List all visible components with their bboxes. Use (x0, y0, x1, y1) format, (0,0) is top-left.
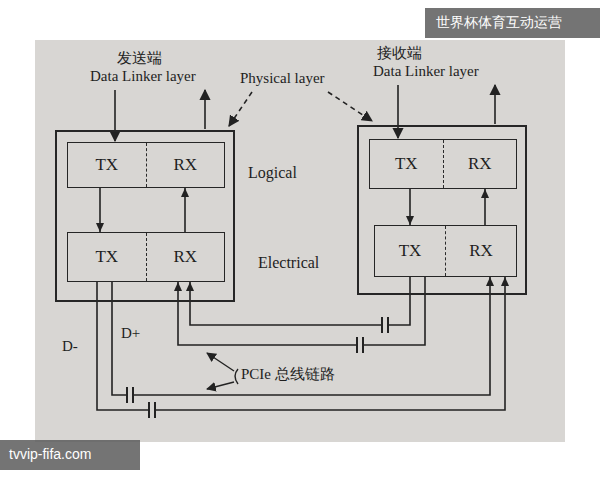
watermark-band (0, 440, 140, 470)
lane-name: TX (68, 143, 146, 187)
layer-box: 接收端TXRXTXRX (357, 125, 527, 295)
leader-arrow (207, 382, 234, 389)
leader-arrow (204, 90, 206, 129)
arrowhead (481, 189, 489, 198)
arrowhead (501, 277, 509, 286)
signal-arrow (96, 188, 104, 232)
arrowhead (186, 282, 194, 291)
watermark-band (425, 8, 600, 38)
watermark: tvvip-fifa.com (9, 446, 91, 462)
lane-name: RX (443, 140, 517, 188)
leader-arrow (207, 353, 234, 371)
capacitor-symbol (148, 401, 156, 419)
arrowhead (486, 277, 494, 286)
lane-name: RX (445, 226, 516, 276)
leader-arrow (397, 85, 399, 138)
end-heading: 接收端 (377, 45, 422, 62)
tx-rx-block: TXRX (67, 142, 225, 188)
tx-rx-block: TXRX (374, 225, 517, 277)
lane-name: RX (146, 233, 225, 281)
dashed-leader (328, 92, 372, 121)
layer-name: Data Linker layer (90, 68, 196, 85)
leader-arrow (494, 85, 496, 124)
lane-name: RX (146, 143, 225, 187)
layer-name: Physical layer (240, 70, 325, 87)
lane-name: TX (375, 226, 445, 276)
arrowhead (181, 188, 189, 197)
bracket (235, 369, 238, 384)
signal-name: D- (62, 338, 78, 355)
leader-arrow (114, 90, 116, 141)
wire (97, 277, 505, 410)
tx-rx-block: TXRX (67, 232, 225, 282)
end-heading: 发送端 (117, 50, 162, 67)
layer-box: 发送端TXRXTXRX (55, 130, 235, 302)
lane-name: TX (68, 233, 146, 281)
differential-pair (97, 277, 509, 410)
arrowhead (96, 223, 104, 232)
tx-rx-block: TXRX (369, 139, 517, 189)
sublayer-name: Logical (248, 164, 297, 182)
link-name: PCIe 总线链路 (241, 366, 335, 383)
wire (178, 277, 425, 345)
arrowhead (174, 282, 182, 291)
signal-arrow (406, 189, 414, 225)
capacitor-symbol (126, 386, 134, 404)
sublayer-name: Electrical (258, 254, 319, 272)
differential-pair (174, 277, 425, 345)
lane-name: TX (370, 140, 443, 188)
layer-name: Data Linker layer (373, 63, 479, 80)
signal-name: D+ (121, 325, 140, 342)
arrowhead (406, 216, 414, 225)
signal-arrow (481, 189, 489, 225)
watermark: 世界杯体育互动运营 (436, 14, 562, 30)
capacitor-symbol (381, 316, 389, 334)
signal-arrow (181, 188, 189, 232)
photo-ground (35, 40, 565, 442)
capacitor-symbol (356, 336, 364, 354)
dashed-leader (229, 92, 252, 126)
